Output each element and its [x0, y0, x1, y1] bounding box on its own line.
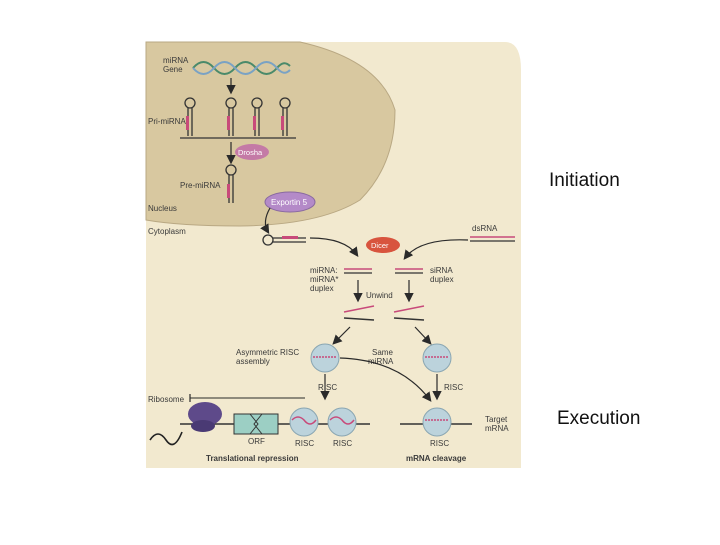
orf-label: ORF — [248, 437, 265, 446]
ribosome — [188, 402, 222, 426]
risc-label-bottom-3: RISC — [430, 439, 449, 448]
mrna-cleavage-label: mRNA cleavage — [406, 454, 467, 463]
mirna-gene-helix — [192, 61, 291, 75]
unwind-label: Unwind — [366, 291, 393, 300]
unwound-strands — [343, 305, 425, 321]
nucleus-label: Nucleus — [148, 204, 177, 213]
ribosome-label: Ribosome — [148, 395, 185, 404]
drosha-enzyme — [235, 144, 269, 160]
risc-complex-left — [310, 343, 340, 373]
risc-label-bottom-2: RISC — [333, 439, 352, 448]
risc-bound-2 — [327, 407, 357, 437]
dsrna-label: dsRNA — [472, 224, 498, 233]
mirna-duplex-label: miRNA:miRNA*duplex — [310, 266, 338, 293]
cytoplasm-label: Cytoplasm — [148, 227, 186, 236]
risc-bound-1 — [289, 407, 319, 437]
risc-label-left-mid: RISC — [318, 383, 337, 392]
mirna-duplex — [344, 268, 372, 274]
exportin-5 — [264, 191, 316, 213]
translational-repression-label: Translational repression — [206, 454, 299, 463]
dicer-enzyme — [366, 237, 400, 253]
risc-complex-right — [422, 343, 452, 373]
mrna-tail — [149, 431, 183, 446]
nucleus — [145, 41, 396, 227]
drosha-label: Drosha — [238, 148, 263, 157]
dicer-label: Dicer — [371, 241, 389, 250]
pri-mirna-label: Pri-miRNA — [148, 117, 186, 126]
initiation-label: Initiation — [549, 170, 620, 191]
orf-box — [233, 413, 279, 435]
pre-mirna-label: Pre-miRNA — [180, 181, 221, 190]
execution-label: Execution — [557, 408, 641, 429]
dsrna — [470, 236, 515, 242]
risc-label-bottom-1: RISC — [295, 439, 314, 448]
risc-cleaving — [422, 407, 452, 437]
risc-label-right-mid: RISC — [444, 383, 463, 392]
exportin-label: Exportin 5 — [271, 198, 308, 207]
sirna-duplex — [395, 268, 423, 274]
